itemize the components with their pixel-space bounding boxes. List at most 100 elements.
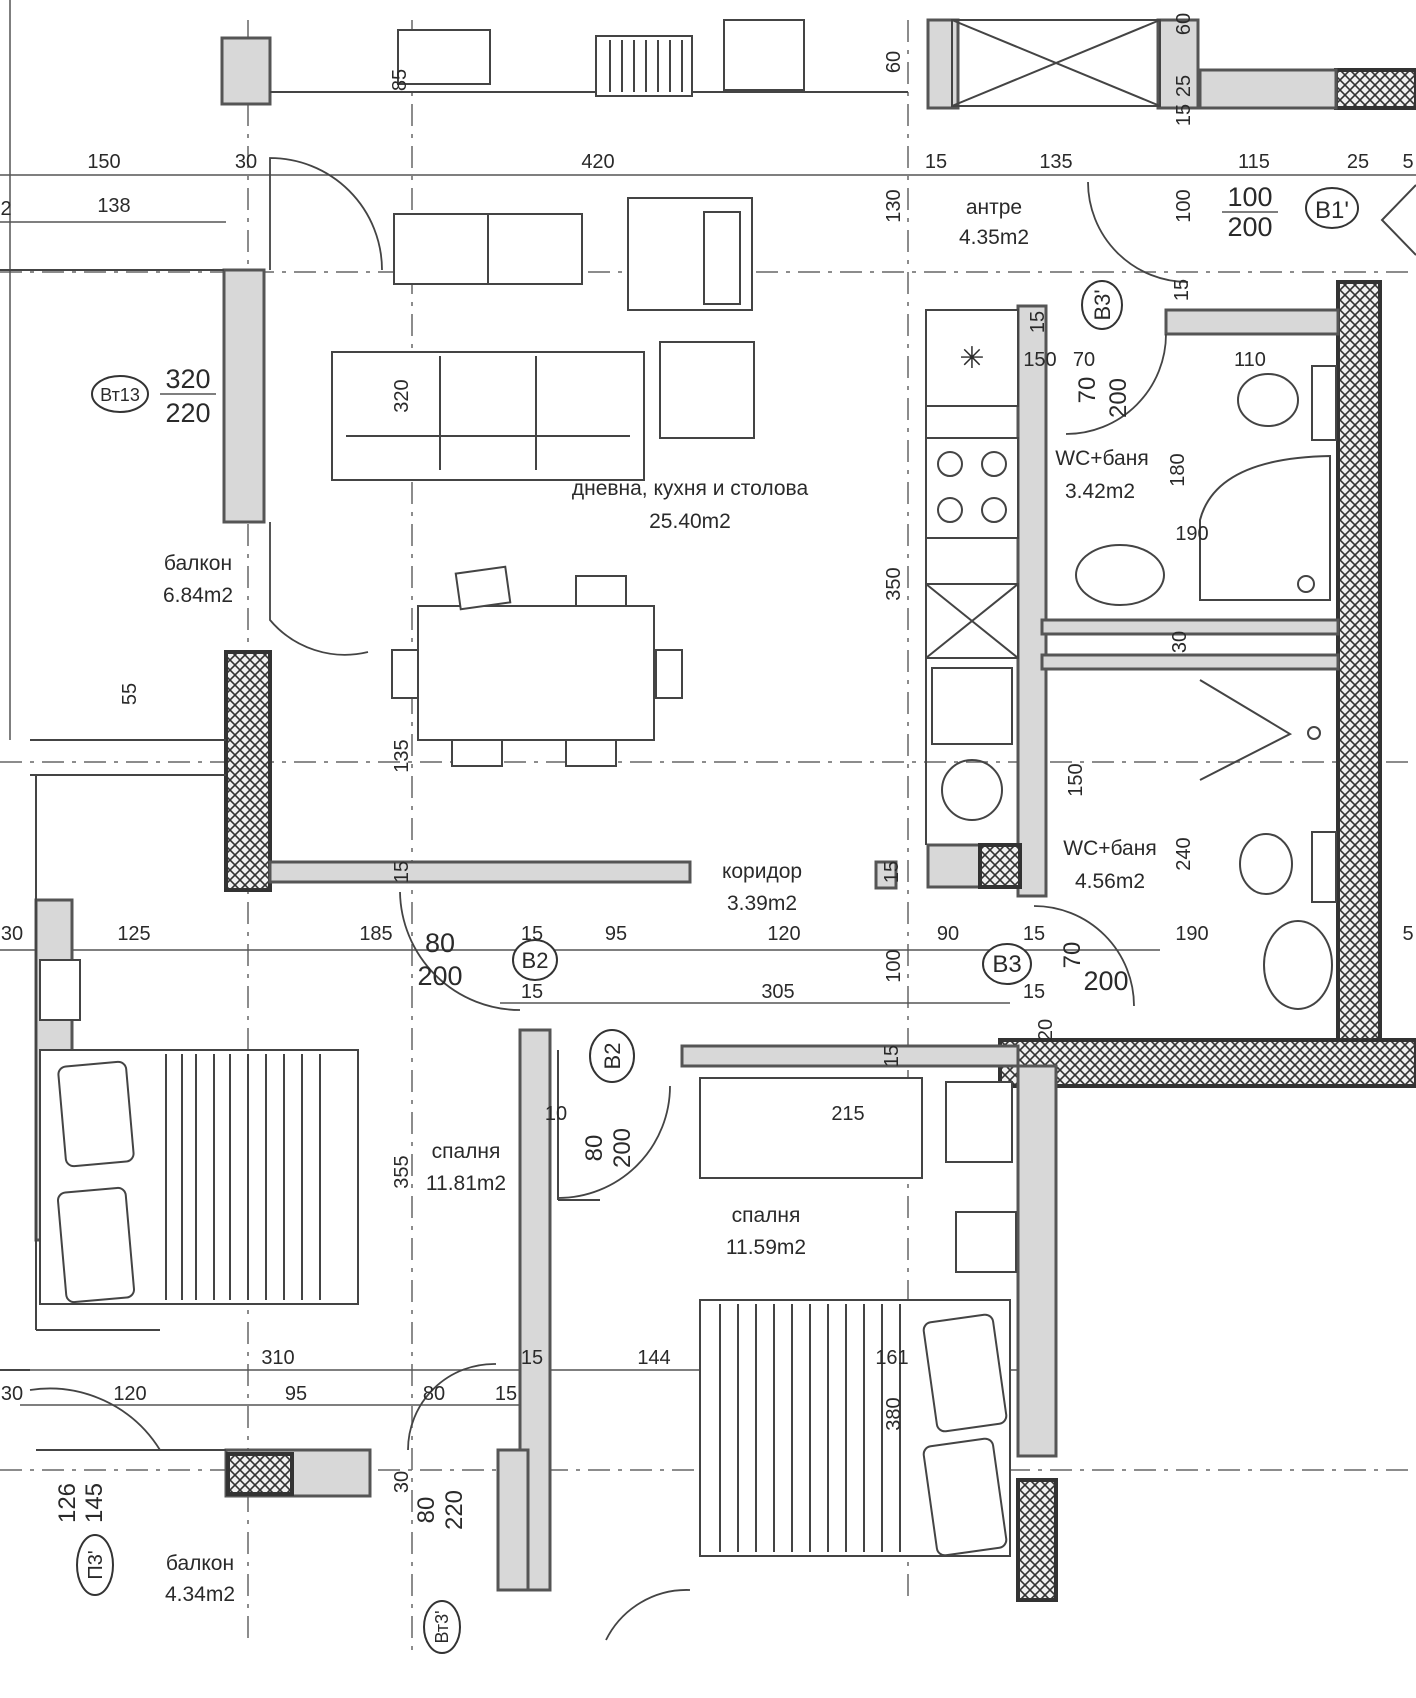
dimension-mid-15c: 15 [521, 981, 543, 1003]
dimension-bot-15: 15 [521, 1347, 543, 1369]
dimension-bath-110: 110 [1234, 349, 1266, 371]
dimension-bot-144: 144 [637, 1347, 670, 1369]
dimension-v-20: 20 [1035, 1019, 1057, 1041]
bath2-area: 4.56m2 [1075, 870, 1145, 893]
dimension-texts: 150 30 420 15 135 115 25 5 2 138 60 85 1… [0, 13, 1413, 1493]
dimension-mid-15: 15 [521, 923, 543, 945]
dimension-top-138: 138 [97, 195, 130, 217]
bt13-height: 220 [165, 398, 210, 428]
dimension-v-15f: 15 [881, 1045, 903, 1067]
bt13-width: 320 [165, 364, 210, 394]
bedroom2-area: 11.59m2 [726, 1236, 806, 1259]
dimension-v-380: 380 [883, 1397, 905, 1430]
dimension-v-350: 350 [883, 567, 905, 600]
walls [34, 18, 1416, 1602]
dimension-v-15b: 15 [1173, 104, 1195, 126]
living-room-name: дневна, кухня и столова [572, 477, 809, 500]
dimension-v-130: 130 [883, 189, 905, 222]
bedroom1-name: спалня [432, 1140, 501, 1163]
dimension-v-30: 30 [391, 1471, 413, 1493]
bt3-width: 80 [413, 1497, 440, 1524]
dimension-mid-95: 95 [605, 923, 627, 945]
dimension-mid-305: 305 [761, 981, 794, 1003]
dimension-mid-15b: 15 [1023, 923, 1045, 945]
dimension-v-15a: 15 [1171, 279, 1193, 301]
dimension-bot-95: 95 [285, 1383, 307, 1405]
b3corr-width: 70 [1059, 942, 1086, 969]
svg-text:✳: ✳ [959, 342, 984, 375]
dimension-mid-15d: 15 [1023, 981, 1045, 1003]
dimension-bot-161: 161 [875, 1347, 908, 1369]
dimension-bath-240: 240 [1173, 837, 1195, 870]
dimension-bot-30: 30 [1, 1383, 23, 1405]
corridor-name: коридор [722, 860, 802, 883]
dimension-v-320: 320 [391, 379, 413, 412]
dimension-bot-15b: 15 [495, 1383, 517, 1405]
dimension-top-25: 25 [1347, 151, 1369, 173]
b2bed-height: 200 [609, 1128, 636, 1168]
entrance-area: 4.35m2 [959, 226, 1029, 249]
balcony2-area: 4.34m2 [165, 1583, 235, 1606]
b3top-width: 70 [1074, 377, 1101, 404]
dimension-v-100b: 100 [883, 949, 905, 982]
bath2-name: WC+баня [1063, 837, 1156, 860]
dimension-v-355: 355 [391, 1155, 413, 1188]
dimension-mid-190: 190 [1175, 923, 1208, 945]
dimension-bath-180: 180 [1167, 453, 1189, 486]
bath1-area: 3.42m2 [1065, 480, 1135, 503]
dimension-v-15d: 15 [391, 861, 413, 883]
dimension-top-15: 15 [925, 151, 947, 173]
dimension-bot-80: 80 [423, 1383, 445, 1405]
balcony1-name: балкон [164, 552, 232, 575]
dimension-v-25: 25 [1173, 75, 1195, 97]
dimension-v-135: 135 [391, 739, 413, 772]
dimension-bath-150b: 150 [1065, 763, 1087, 796]
dimension-mid-120: 120 [767, 923, 800, 945]
room-labels: дневна, кухня и столова 25.40m2 антре 4.… [163, 196, 1157, 1606]
dimension-v-55: 55 [119, 683, 141, 705]
dimension-bath-70: 70 [1073, 349, 1095, 371]
dimension-bath-190: 190 [1175, 523, 1208, 545]
dimension-top-2: 2 [0, 198, 11, 220]
tag-b2-bedroom: В2 [600, 1043, 625, 1070]
dimension-bed-10: 10 [545, 1103, 567, 1125]
dimension-top-420: 420 [581, 151, 614, 173]
bedroom2-name: спалня [732, 1204, 801, 1227]
dimension-bath-150: 150 [1023, 349, 1056, 371]
tag-b3-corridor: В3 [992, 951, 1021, 978]
dimension-v-15c: 15 [1027, 311, 1049, 333]
b2bed-width: 80 [581, 1135, 608, 1162]
balcony2-name: балкон [166, 1552, 234, 1575]
dimension-mid-125: 125 [117, 923, 150, 945]
dimension-mid-90: 90 [937, 923, 959, 945]
bath1-name: WC+баня [1055, 447, 1148, 470]
dimension-v-85: 85 [389, 69, 411, 91]
bedroom1-area: 11.81m2 [426, 1172, 506, 1195]
dimension-bot-310: 310 [261, 1347, 294, 1369]
tag-b2-corridor: В2 [522, 948, 549, 973]
tag-bubbles [76, 187, 1359, 1654]
b2corr-height: 200 [417, 961, 462, 991]
p3-height: 145 [81, 1483, 108, 1523]
dimension-bed-215: 215 [831, 1103, 864, 1125]
bt3-height: 220 [441, 1490, 468, 1530]
tag-bt13: Вт13 [100, 385, 140, 405]
dimension-v-60b: 60 [1173, 13, 1195, 35]
entrance-name: антре [966, 196, 1022, 219]
dimension-bot-120: 120 [113, 1383, 146, 1405]
dimension-mid-30: 30 [1, 923, 23, 945]
b1-width: 100 [1227, 182, 1272, 212]
dimension-top-30: 30 [235, 151, 257, 173]
p3-width: 126 [54, 1483, 81, 1523]
b3top-height: 200 [1105, 378, 1132, 418]
tag-b3-top: В3' [1090, 289, 1115, 320]
tag-labels: Вт13 В1' В3' В2 В3 В2 Вт3' П3' [85, 197, 1349, 1644]
opening-sizes: 320 220 100 200 70 200 80 200 70 200 80 … [54, 182, 1278, 1530]
tag-p3: П3' [85, 1550, 107, 1579]
tag-b1: В1' [1315, 197, 1349, 224]
dimension-top-5: 5 [1402, 151, 1413, 173]
tag-bt3: Вт3' [432, 1610, 452, 1643]
corridor-area: 3.39m2 [727, 892, 797, 915]
living-room-area: 25.40m2 [649, 510, 731, 533]
